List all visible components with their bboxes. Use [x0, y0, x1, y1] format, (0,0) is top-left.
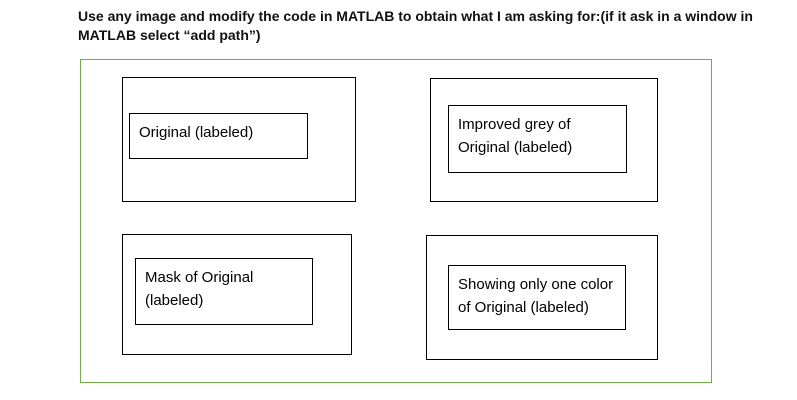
panel-one-color: Showing only one color of Original (labe… [426, 235, 658, 360]
panel-mask-label: Mask of Original (labeled) [135, 258, 313, 325]
instruction-text: Use any image and modify the code in MAT… [78, 8, 753, 43]
panel-original: Original (labeled) [122, 77, 356, 202]
panel-mask: Mask of Original (labeled) [122, 234, 352, 355]
panel-one-color-label: Showing only one color of Original (labe… [448, 265, 626, 330]
panel-improved-grey: Improved grey of Original (labeled) [430, 78, 658, 202]
panel-improved-grey-label: Improved grey of Original (labeled) [448, 105, 627, 173]
panel-original-label: Original (labeled) [129, 113, 308, 159]
